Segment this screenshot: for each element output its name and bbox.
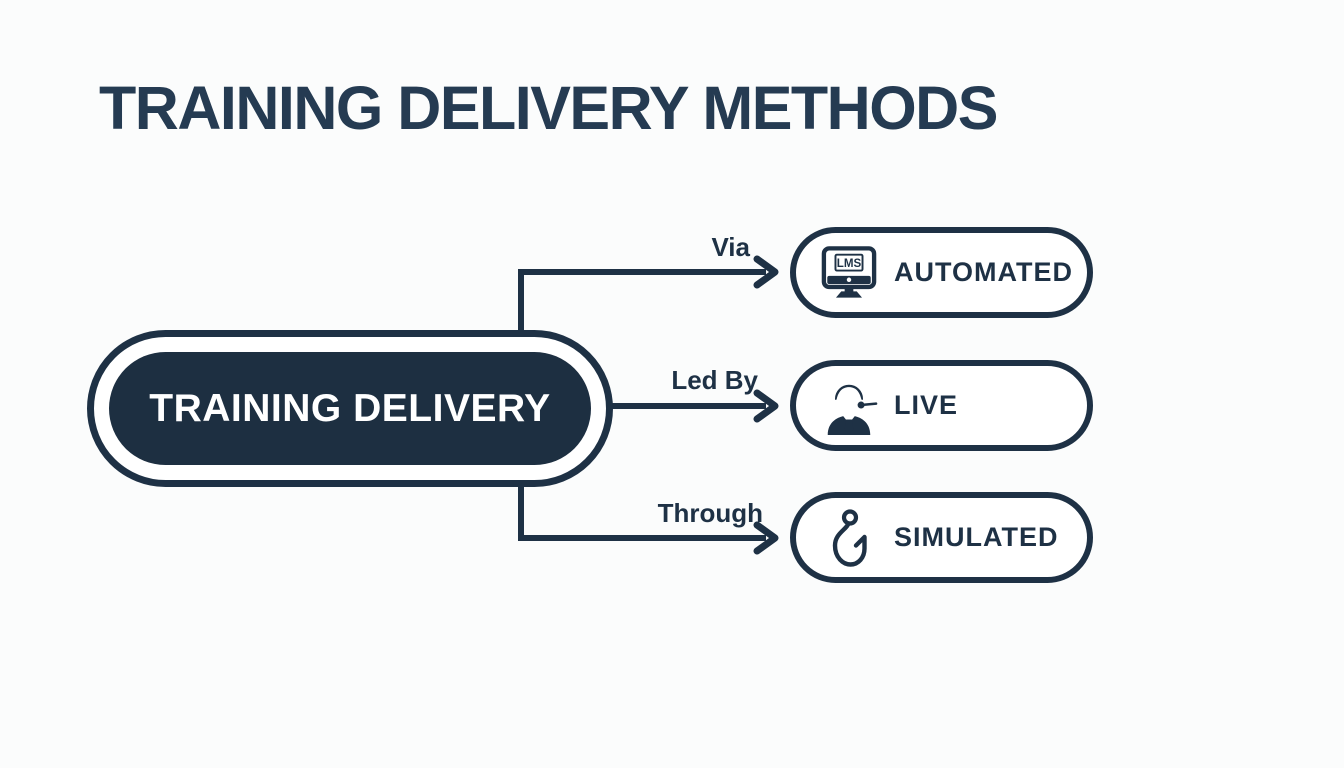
- node-label-live: LIVE: [894, 390, 959, 420]
- root-node-training-delivery: TRAINING DELIVERY: [87, 330, 613, 487]
- root-node-label: TRAINING DELIVERY: [149, 386, 551, 430]
- lms-screen-text: LMS: [837, 258, 862, 270]
- connector-via-arrowhead: [753, 255, 779, 289]
- connector-label-through: Through: [657, 498, 763, 528]
- connector-label-led-by: Led By: [671, 365, 758, 395]
- page-title: TRAINING DELIVERY METHODS: [99, 74, 998, 142]
- node-automated: LMS AUTOMATED: [790, 227, 1093, 318]
- connector-through-arrowhead: [753, 521, 779, 555]
- presenter-icon: [820, 377, 878, 435]
- node-label-automated: AUTOMATED: [894, 257, 1073, 287]
- root-node-inner-pill: TRAINING DELIVERY: [109, 352, 591, 465]
- node-label-simulated: SIMULATED: [894, 522, 1059, 552]
- fish-hook-icon: [820, 507, 878, 569]
- connector-label-via: Via: [711, 232, 750, 262]
- connector-via-line: [518, 269, 766, 334]
- connector-ledby-arrowhead: [753, 389, 779, 423]
- lms-monitor-icon: LMS: [820, 245, 878, 301]
- node-live: LIVE: [790, 360, 1093, 451]
- node-simulated: SIMULATED: [790, 492, 1093, 583]
